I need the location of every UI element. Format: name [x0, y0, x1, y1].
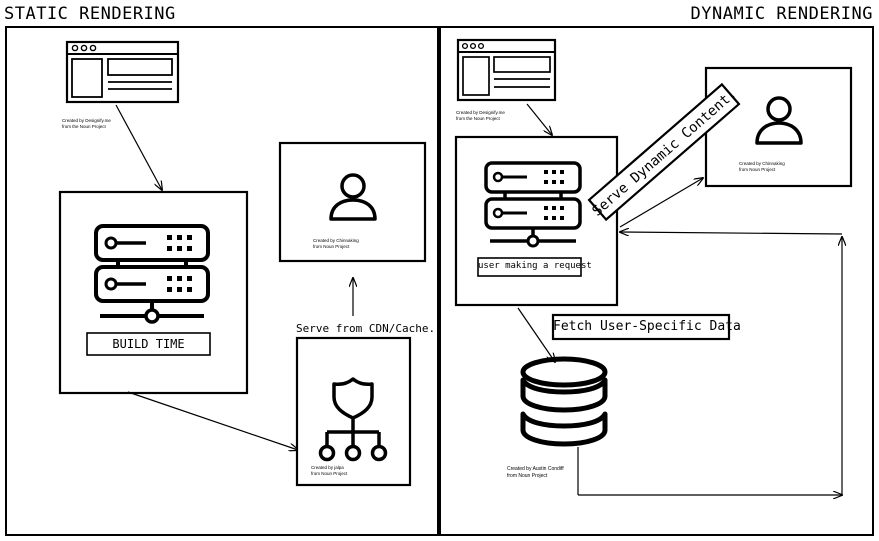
build-server-box	[58, 190, 249, 395]
request-label: user making a request	[478, 261, 592, 271]
cdn-box	[295, 336, 412, 487]
arrow-browser-to-server	[526, 103, 552, 135]
shield-network-icon	[318, 377, 388, 462]
arrow-server-to-database	[517, 307, 555, 362]
dynamic-browser-window-icon	[456, 38, 557, 102]
build-time-label: BUILD TIME	[112, 337, 185, 351]
fetch-label: Fetch User-Specific Data	[553, 319, 741, 334]
arrow-browser-to-build	[115, 104, 162, 190]
server-rack-icon	[94, 224, 210, 324]
static-panel	[5, 26, 439, 536]
static-user-credit: Created by Chinnaking from Noun Project	[313, 238, 359, 249]
request-label-box	[477, 257, 582, 277]
cdn-credit: Created by jalpa from Noun Project	[311, 465, 348, 476]
dynamic-user-box	[704, 66, 853, 188]
static-browser-credit: Created by Designify.me from the Noun Pr…	[62, 118, 111, 129]
dynamic-rendering-title: DYNAMIC RENDERING	[690, 4, 873, 24]
dynamic-user-icon	[755, 96, 803, 145]
arrow-build-to-cdn	[127, 391, 298, 450]
static-user-box	[278, 141, 427, 263]
return-path-arrows	[577, 232, 842, 495]
dynamic-panel	[439, 26, 874, 536]
fetch-label-box	[551, 313, 731, 341]
serve-cdn-label: Serve from CDN/Cache.	[296, 322, 436, 335]
static-rendering-title: STATIC RENDERING	[4, 4, 176, 24]
browser-window-icon	[65, 40, 180, 104]
database-credit: Created by Austin Condiff from Noun Proj…	[507, 466, 564, 479]
dynamic-server-box	[454, 135, 619, 307]
arrow-server-to-user	[619, 178, 703, 228]
dynamic-server-rack-icon	[484, 161, 582, 248]
dynamic-browser-credit: Created by Designify.me from the Noun Pr…	[456, 110, 505, 121]
dynamic-user-credit: Created by Chinnaking from Noun Project	[739, 161, 785, 172]
build-time-label-box	[86, 332, 211, 356]
database-icon	[520, 356, 608, 447]
user-icon	[329, 173, 377, 221]
